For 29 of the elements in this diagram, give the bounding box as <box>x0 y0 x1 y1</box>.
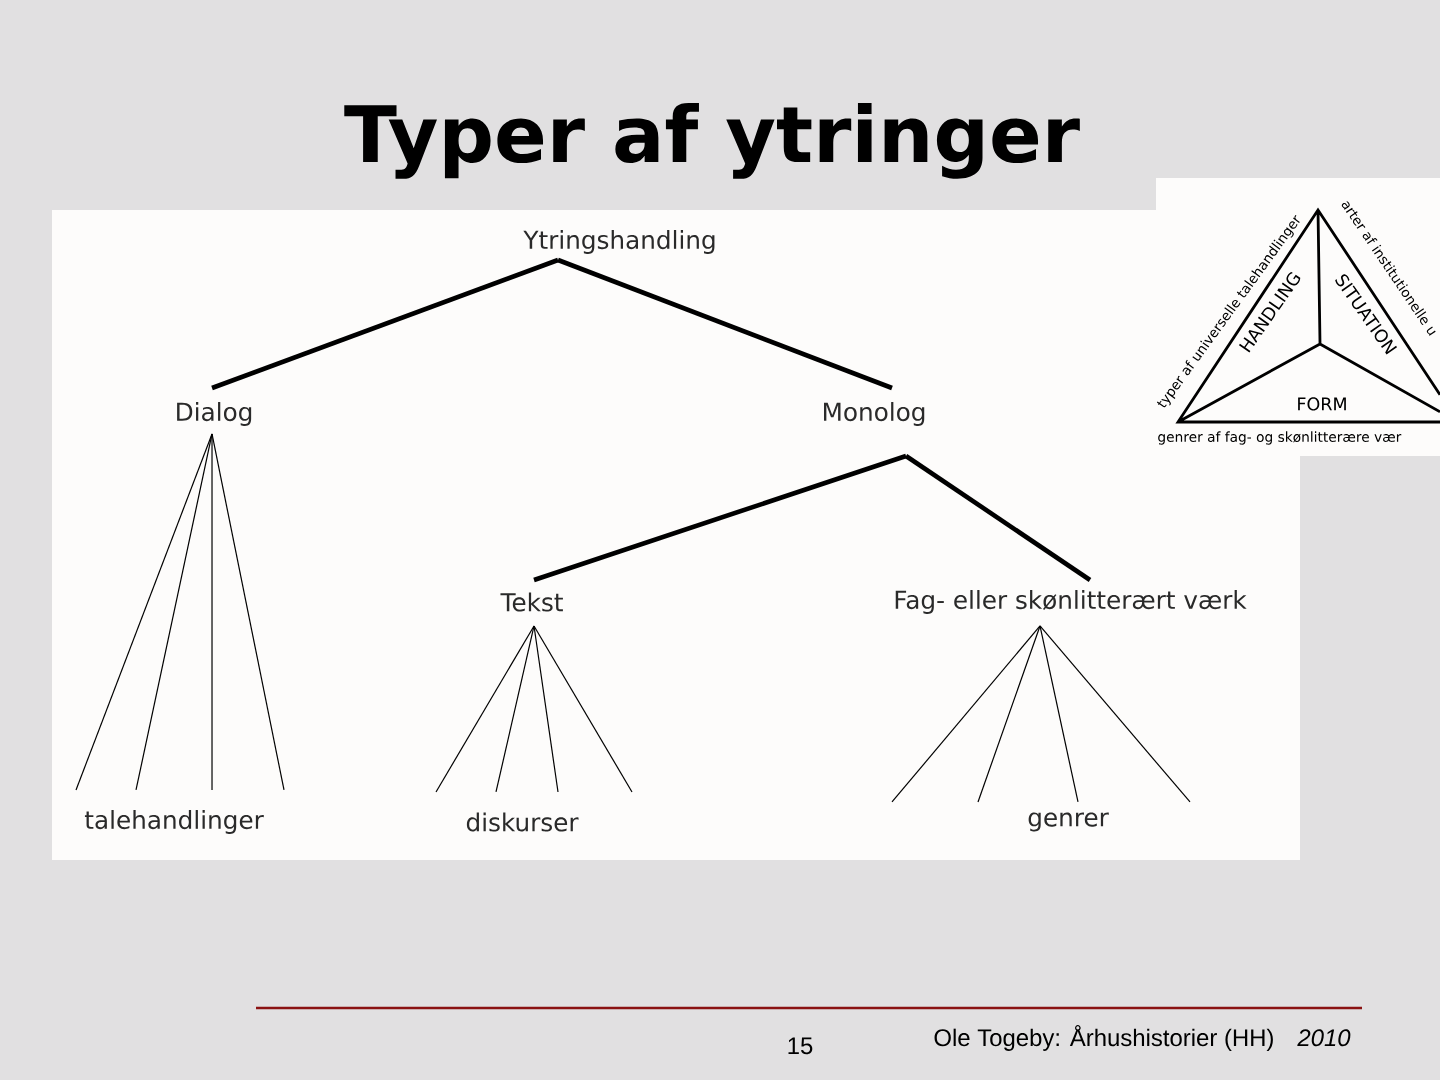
tree-label: Monolog <box>824 402 925 426</box>
tree-branch <box>495 625 535 793</box>
tree-label: genrer <box>1028 812 1109 832</box>
tree-branch <box>891 625 1041 803</box>
tree-branch <box>75 433 213 791</box>
page-number: 15 <box>788 1037 813 1055</box>
tree-branch <box>211 433 285 791</box>
tree-label: Dialog <box>177 402 252 426</box>
footer-year: 2010 <box>1297 1029 1351 1047</box>
tree-branch <box>533 625 633 793</box>
tree-branch <box>977 625 1041 803</box>
tree-branch <box>533 453 907 583</box>
tree-branch <box>435 625 535 793</box>
tree-branch <box>904 454 1092 582</box>
tree-branch <box>1039 625 1079 803</box>
tree-label: diskurser <box>466 812 579 832</box>
tree-branch <box>557 257 893 391</box>
title: Typer af ytringer <box>344 102 1080 179</box>
tree-branch <box>211 433 213 791</box>
footer-text: Ole Togeby: Århushistorier (HH) <box>934 1025 1273 1051</box>
tree-branch <box>1039 625 1191 803</box>
tree-branch <box>135 433 213 791</box>
tree-label: Fag- eller skønlitterært værk <box>895 590 1247 614</box>
tree-label: Ytringshandling <box>523 230 715 254</box>
tree-branch <box>211 257 559 391</box>
sector-label: FORM <box>1298 397 1346 411</box>
tree-label: Tekst <box>500 592 563 612</box>
tree-label: talehandlinger <box>84 810 264 834</box>
tree-branch <box>533 625 559 793</box>
